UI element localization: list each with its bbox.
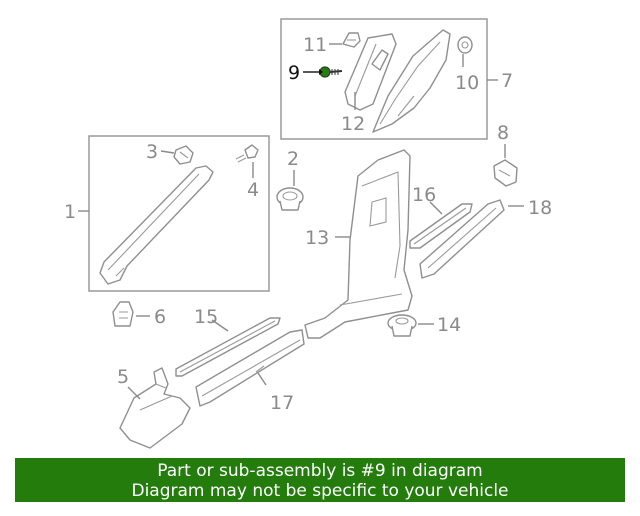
callout-5: 5 (117, 366, 129, 388)
callout-13: 13 (305, 227, 329, 249)
callout-12: 12 (341, 113, 365, 135)
callout-2: 2 (287, 148, 299, 170)
callout-9: 9 (288, 62, 300, 84)
clip-part-11 (342, 32, 361, 48)
clip-part-6 (112, 301, 134, 327)
callout-7: 7 (501, 70, 513, 92)
callout-11: 11 (303, 34, 327, 56)
a-pillar-trim-part (99, 165, 214, 285)
sill-strip-part-15 (175, 317, 281, 377)
callout-15: 15 (194, 306, 218, 328)
clip-part-10 (457, 36, 473, 54)
c-pillar-lower-trim-part (372, 29, 451, 133)
a-pillar-group-box (88, 135, 270, 292)
banner-line-2: Diagram may not be specific to your vehi… (131, 481, 509, 501)
clip-part-3 (173, 145, 194, 165)
c-pillar-group-box (280, 18, 488, 140)
callout-1: 1 (64, 201, 76, 223)
notice-banner: Part or sub-assembly is #9 in diagram Di… (15, 458, 625, 502)
callout-4: 4 (247, 179, 259, 201)
callout-6: 6 (154, 306, 166, 328)
grommet-part-14 (387, 314, 417, 337)
callout-3: 3 (146, 141, 158, 163)
rear-scuff-trim-part-18 (419, 199, 505, 279)
callout-14: 14 (437, 314, 461, 336)
callout-16: 16 (412, 184, 436, 206)
fastener-part-9 (319, 66, 343, 78)
c-pillar-upper-trim-part (344, 33, 397, 111)
scuff-plate-part-16 (409, 203, 473, 249)
callout-8: 8 (497, 122, 509, 144)
kick-panel-part-5 (119, 367, 191, 449)
sill-plate-part-17 (195, 329, 305, 407)
screw-part-4 (235, 144, 259, 163)
callout-18: 18 (528, 197, 552, 219)
banner-line-1: Part or sub-assembly is #9 in diagram (157, 461, 483, 481)
callout-17: 17 (270, 392, 294, 414)
grommet-part-2 (276, 187, 304, 211)
callout-10: 10 (455, 72, 479, 94)
clip-part-8 (493, 159, 518, 187)
b-pillar-lower-trim-part (304, 149, 413, 339)
